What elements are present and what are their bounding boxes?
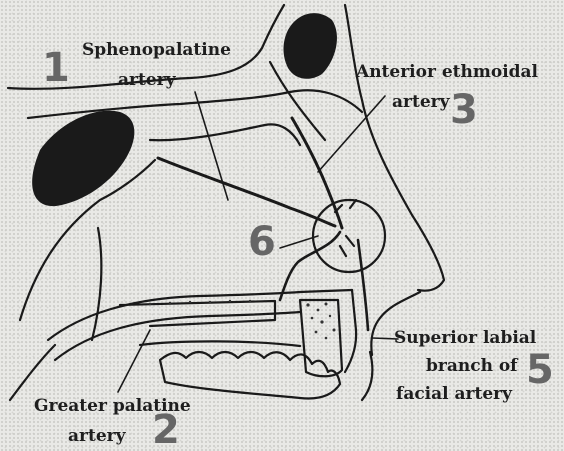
sphenopalatine-artery-vessel [158, 158, 335, 226]
pointer-6 [280, 236, 318, 248]
bone-texture [306, 303, 309, 306]
plexus-branches [335, 200, 356, 256]
number-6: 6 [248, 222, 276, 262]
kiesselbach-plexus-circle [313, 200, 385, 272]
pointer-anterior-ethmoidal [318, 96, 385, 172]
greater-palatine-label-line2: artery [68, 426, 125, 446]
pointer-greater-palatine [118, 330, 150, 392]
number-1: 1 [42, 48, 70, 88]
sphenopalatine-label-line2: artery [118, 70, 175, 90]
superior-labial-label-line3: facial artery [396, 384, 512, 404]
number-2: 2 [152, 410, 180, 450]
premaxilla-outline [300, 300, 342, 376]
anterior-ethmoidal-label-line1: Anterior ethmoidal [356, 62, 538, 82]
number-5: 5 [526, 350, 554, 390]
upper-lip-outline [362, 352, 372, 400]
superior-labial-label-line2: branch of [426, 356, 518, 376]
superior-labial-artery-vessel [358, 240, 368, 330]
frontal-sinus [284, 13, 337, 79]
superior-labial-label-line1: Superior labial [394, 328, 536, 348]
number-3: 3 [450, 90, 478, 130]
soft-palate-outline [10, 345, 55, 400]
maxilla-front-outline [345, 290, 356, 372]
sphenoid-sinus [32, 111, 134, 206]
anterior-ethmoidal-label-line2: artery [392, 92, 449, 112]
choana-outline [92, 228, 101, 340]
gum-line [140, 341, 300, 346]
pointer-sphenopalatine [195, 92, 228, 200]
sphenopalatine-label-line1: Sphenopalatine [82, 40, 231, 60]
turbinate-outline [150, 124, 300, 145]
